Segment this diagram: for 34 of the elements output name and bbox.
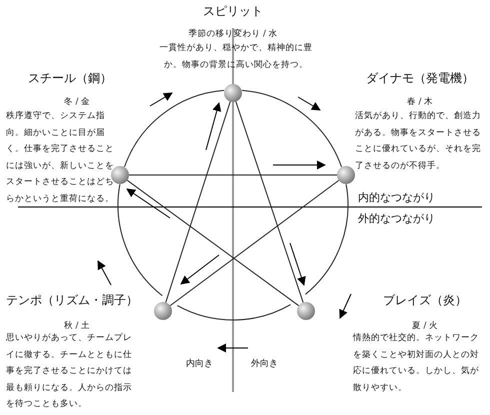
- direction-label: 内向き: [186, 358, 213, 370]
- direction-label: 外向き: [251, 358, 278, 370]
- star-line: [128, 174, 338, 176]
- element-title: ブレイズ（炎）: [383, 292, 467, 309]
- sphere-node: [111, 166, 129, 184]
- region-label: 外的なつながり: [358, 211, 435, 226]
- description-text: 情熱的で社交的。ネットワークを築くことや初対面の人との対応に優れている。しかし、気が散りやすい。: [353, 332, 480, 394]
- circle-arc: [124, 90, 224, 168]
- season-label: 冬 / 金: [64, 96, 90, 108]
- season-label: 季節の移り変わり / 水: [188, 28, 278, 40]
- element-title: ダイナモ（発電機）: [366, 70, 474, 87]
- region-label: 内的なつながり: [358, 190, 435, 205]
- star-line: [126, 180, 300, 306]
- description-text: 一貫性があり、穏やかで、精神的に豊か。物事の背景に高い関心を持つ。: [158, 42, 314, 72]
- circle-arc: [242, 90, 342, 168]
- description-text: 思いやりがあって、チームプレイに徹する。チームとともに仕事を完了させることにかけては最も頼りになる。人からの指示を待つことも多い。: [6, 332, 133, 411]
- circle-arc: [176, 304, 292, 320]
- season-label: 春 / 木: [406, 96, 434, 108]
- sphere-node: [154, 302, 172, 320]
- element-title: スチール（鋼）: [28, 70, 112, 87]
- star-line: [170, 180, 340, 306]
- sphere-node: [224, 84, 242, 102]
- circle-arc: [118, 184, 163, 296]
- star-line: [165, 101, 231, 303]
- sphere-node: [337, 166, 355, 184]
- season-label: 秋 / 土: [64, 320, 90, 332]
- circle-arc: [304, 184, 348, 295]
- star-line: [235, 101, 304, 303]
- element-title: スピリット: [203, 3, 263, 20]
- element-title: テンポ（リズム・調子）: [6, 292, 138, 309]
- description-text: 活気があり、行動的で、創造力がある。物事をスタートさせることに優れているが、それを完了させるのが不得手。: [355, 110, 482, 172]
- description-text: 秩序遵守で、システム指向。細かいことに目が届く。仕事を完了させることには強いが、新しいことをスタートさせることはどちらかというと重荷になる。: [6, 110, 115, 206]
- sphere-node: [297, 302, 315, 320]
- season-label: 夏 / 火: [412, 320, 438, 332]
